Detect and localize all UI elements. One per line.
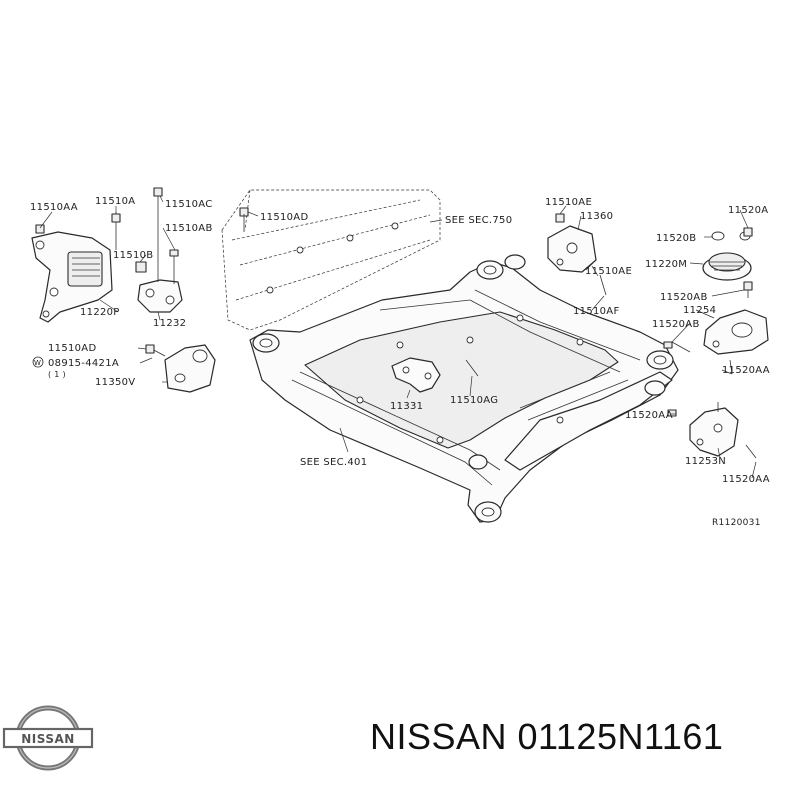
label-11220M: 11220M bbox=[645, 259, 687, 270]
label-11254: 11254 bbox=[683, 305, 716, 316]
bracket-11254 bbox=[671, 309, 769, 375]
bracket-11232 bbox=[135, 187, 183, 313]
label-w: W bbox=[34, 359, 41, 367]
label-11520AB-2: 11520AB bbox=[652, 319, 700, 330]
label-08915-4421A: 08915-4421A bbox=[48, 358, 119, 369]
label-11510AD-top: 11510AD bbox=[260, 212, 308, 223]
label-11510AG: 11510AG bbox=[450, 395, 498, 406]
label-reference-code: R1120031 bbox=[712, 518, 761, 528]
label-11220P: 11220P bbox=[80, 307, 120, 318]
bracket-11331 bbox=[391, 357, 479, 393]
label-11510AB: 11510AB bbox=[165, 223, 213, 234]
label-11331: 11331 bbox=[390, 401, 423, 412]
label-11253N: 11253N bbox=[685, 456, 726, 467]
label-11520A: 11520A bbox=[728, 205, 768, 216]
label-11510AA: 11510AA bbox=[30, 202, 78, 213]
label-11520AB-1: 11520AB bbox=[660, 292, 708, 303]
bracket-11253N bbox=[689, 402, 757, 459]
label-11520AA-1: 11520AA bbox=[722, 365, 770, 376]
label-see-sec-750: SEE SEC.750 bbox=[445, 215, 512, 226]
label-11510AC: 11510AC bbox=[165, 199, 213, 210]
front-subframe bbox=[249, 254, 679, 523]
engine-mount-left-11220P bbox=[31, 212, 121, 323]
logo-wordmark: NISSAN bbox=[21, 732, 75, 746]
label-quantity: ( 1 ) bbox=[48, 370, 66, 379]
label-11510AE-right: 11510AE bbox=[585, 266, 632, 277]
label-11510AD-left: 11510AD bbox=[48, 343, 96, 354]
bolts bbox=[35, 207, 753, 417]
label-11360: 11360 bbox=[580, 211, 613, 222]
nissan-logo: NISSAN bbox=[2, 705, 94, 771]
leader-lines bbox=[39, 195, 757, 479]
label-11510AF: 11510AF bbox=[573, 306, 620, 317]
label-see-sec-401: SEE SEC.401 bbox=[300, 457, 367, 468]
subframe-right-arm bbox=[504, 371, 673, 471]
rear-mount-11350V bbox=[149, 344, 216, 393]
label-11520AA-3: 11520AA bbox=[722, 474, 770, 485]
label-11510AE-top: 11510AE bbox=[545, 197, 592, 208]
label-11232: 11232 bbox=[153, 318, 186, 329]
label-11350V: 11350V bbox=[95, 377, 135, 388]
part-number-caption: NISSAN 01125N1161 bbox=[370, 716, 724, 757]
callout-labels: 11510AA 11510A 11510AC 11510AB 11510AD S… bbox=[30, 196, 770, 528]
label-11510A: 11510A bbox=[95, 196, 135, 207]
label-11510B: 11510B bbox=[113, 250, 153, 261]
label-11520AA-2: 11520AA bbox=[625, 410, 673, 421]
side-member bbox=[221, 189, 441, 331]
label-11520B: 11520B bbox=[656, 233, 696, 244]
bracket-11360 bbox=[547, 213, 607, 296]
washer-symbol bbox=[32, 356, 44, 368]
